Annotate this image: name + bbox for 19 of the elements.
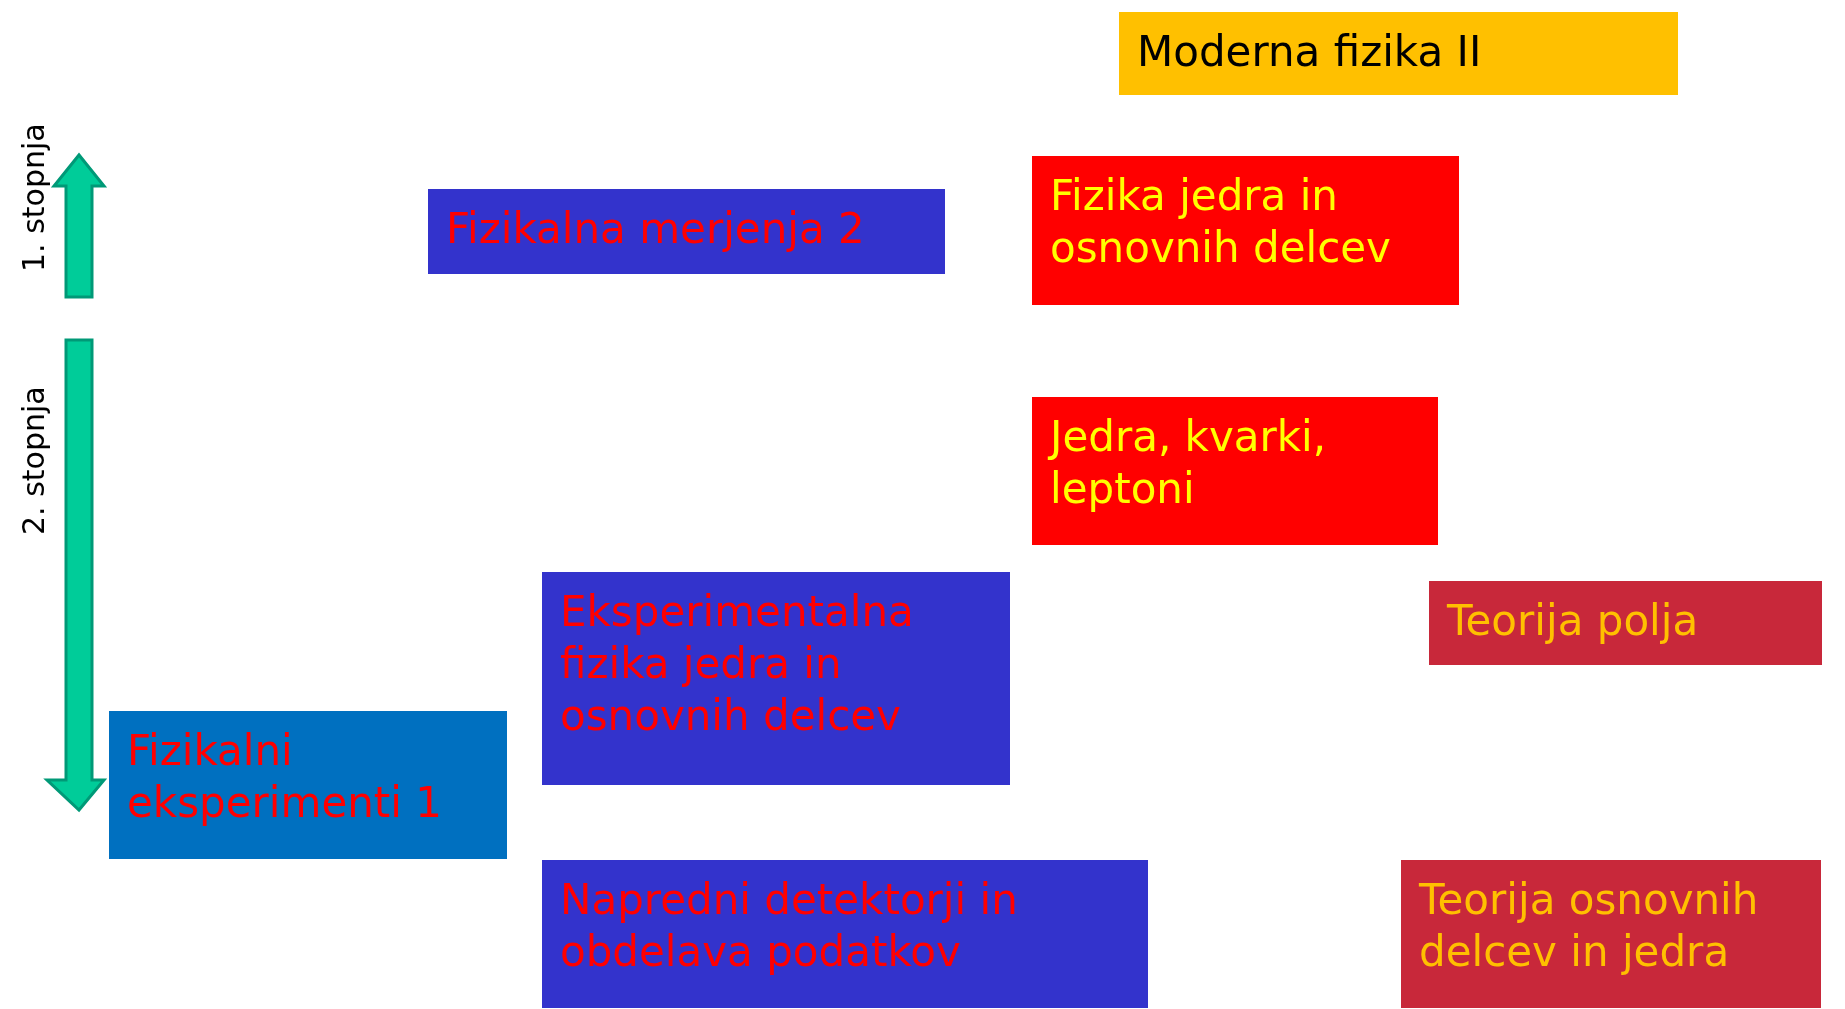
course-title: Teorija polja <box>1447 595 1700 647</box>
course-box <box>542 572 1010 785</box>
course-title: Fizikalna merjenja 2 <box>446 203 866 255</box>
course-title: Eksperimentalna fizika jedra in osnovnih delcev <box>560 586 915 742</box>
course-box <box>542 860 1148 1008</box>
course-box <box>1032 156 1459 305</box>
course-title: Fizikalni eksperimenti 1 <box>127 725 444 829</box>
course-box <box>1032 397 1438 545</box>
course-box <box>109 711 507 859</box>
course-title: Moderna fizika II <box>1137 26 1483 78</box>
course-box <box>428 189 945 274</box>
course-box <box>1401 860 1821 1008</box>
course-title: Fizika jedra in osnovnih delcev <box>1050 170 1392 274</box>
course-title: Napredni detektorji in obdelava podatkov <box>560 874 1019 978</box>
course-box <box>1429 581 1822 665</box>
level-label: 2. stopnja <box>16 386 51 535</box>
course-box <box>1119 12 1678 95</box>
level-label: 1. stopnja <box>16 123 51 272</box>
course-title: Teorija osnovnih delcev in jedra <box>1419 874 1760 978</box>
